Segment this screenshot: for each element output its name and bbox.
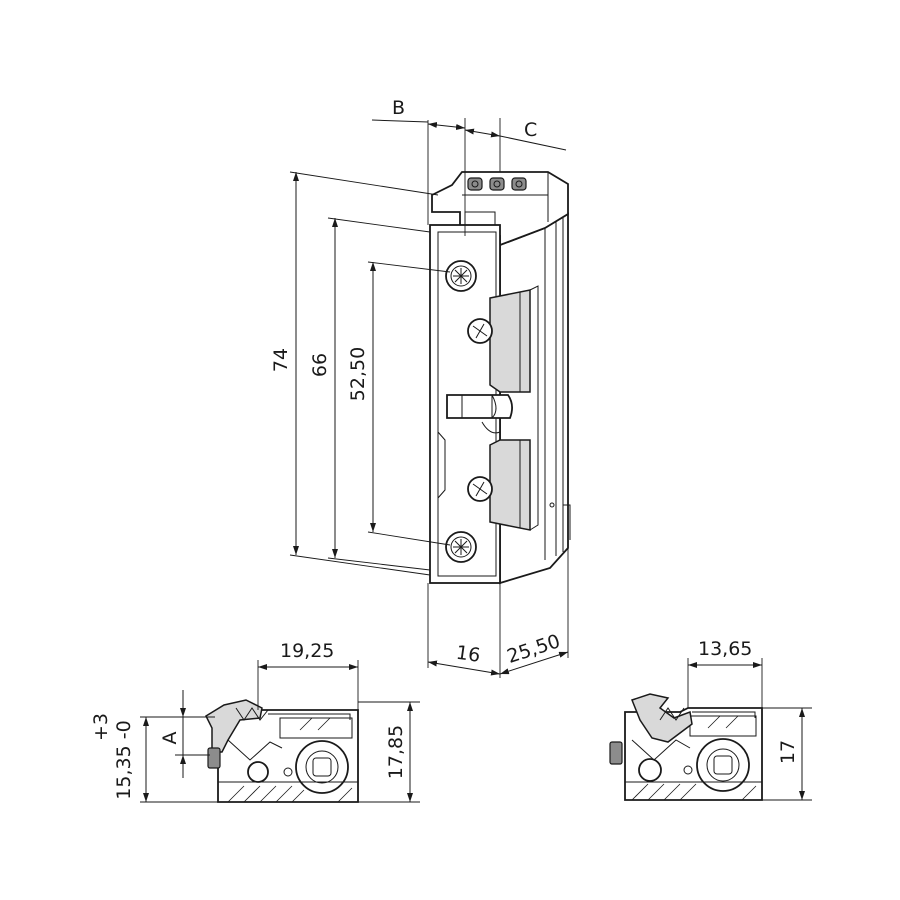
right-hatching <box>631 715 757 801</box>
dim-tol-label: +3 <box>90 713 112 741</box>
dim-66-label: 66 <box>309 353 331 377</box>
dim-52-label: 52,50 <box>347 347 369 401</box>
dim-13-label: 13,65 <box>698 638 752 660</box>
top-screw-icon <box>445 260 477 292</box>
latch-screw-upper-icon <box>467 318 493 344</box>
right-latch <box>631 693 693 743</box>
left-latch <box>205 699 263 753</box>
dim-17-85-label: 17,85 <box>385 725 407 779</box>
side-view-left: 19,25 17,85 15,35 -0 +3 A <box>90 640 420 803</box>
dim-17-label: 17 <box>777 740 799 764</box>
latch-upper <box>489 289 531 393</box>
dim-25-label: 25,50 <box>504 630 563 668</box>
dim-c-label: C <box>524 119 537 141</box>
latch-lower <box>489 439 531 531</box>
dim-15-label: 15,35 -0 <box>113 720 135 799</box>
left-bushing <box>295 740 349 794</box>
dim-16-label: 16 <box>455 642 482 667</box>
bottom-screw-icon <box>445 531 477 563</box>
dim-b-label: B <box>392 97 405 119</box>
side-view-right: 13,65 17 <box>609 638 812 801</box>
front-view: 74 66 52,50 B C 16 25,50 <box>270 97 571 678</box>
dim-19-label: 19,25 <box>280 640 334 662</box>
latch-screw-lower-icon <box>467 476 493 502</box>
latch-hinge <box>446 394 513 419</box>
right-bushing <box>696 738 750 792</box>
left-hatching <box>227 717 353 803</box>
dim-74-label: 74 <box>270 348 292 372</box>
dim-a-label: A <box>159 732 181 745</box>
